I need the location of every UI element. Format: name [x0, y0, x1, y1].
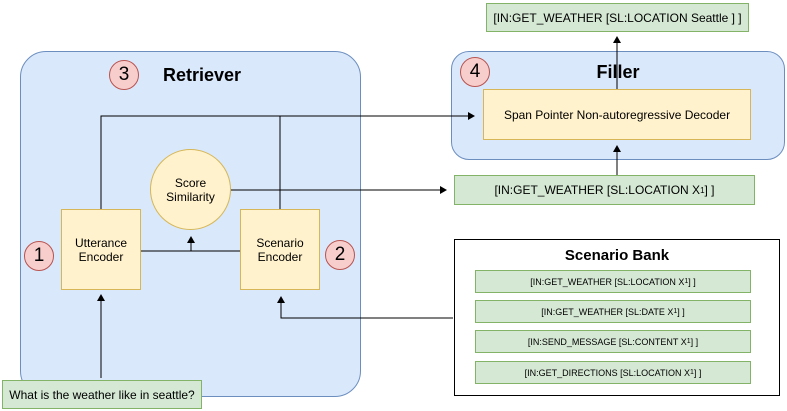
scenario-bank-item-subscript: 1	[689, 369, 694, 376]
retrieved-scenario-subscript: 1	[700, 185, 705, 195]
scenario-bank-item-prefix: [IN:GET_WEATHER [SL:DATE X	[541, 306, 674, 317]
utterance-input-box: What is the weather like in seattle?	[2, 380, 202, 409]
scenario-bank-item-prefix: [IN:GET_DIRECTIONS [SL:LOCATION X	[524, 367, 690, 378]
scenario-bank-item-suffix: ] ]	[693, 367, 702, 378]
retrieved-scenario-suffix: ] ]	[704, 183, 715, 197]
scenario-bank-title: Scenario Bank	[564, 246, 670, 264]
score-similarity-node: Score Similarity	[150, 149, 231, 230]
filler-title: Filler	[596, 61, 640, 82]
utterance-encoder-label-line2: Encoder	[78, 249, 124, 264]
scenario-bank-item-prefix: [IN:GET_WEATHER [SL:LOCATION X	[530, 276, 685, 287]
retrieved-scenario-prefix: [IN:GET_WEATHER [SL:LOCATION X	[494, 183, 701, 197]
scenario-bank-item-prefix: [IN:SEND_MESSAGE [SL:CONTENT X	[527, 336, 687, 347]
span-pointer-decoder-box: Span Pointer Non-autoregressive Decoder	[483, 89, 751, 140]
utterance-encoder-box: Utterance Encoder	[61, 209, 141, 290]
scenario-bank-item-subscript: 1	[673, 308, 678, 315]
scenario-encoder-box: Scenario Encoder	[240, 209, 320, 290]
utterance-encoder-label-line1: Utterance	[74, 235, 128, 250]
filler-number-badge: 4	[460, 57, 490, 87]
scenario-encoder-label-line2: Encoder	[257, 249, 303, 264]
utterance-encoder-number-badge: 1	[24, 241, 54, 271]
scenario-bank-item-subscript: 1	[684, 278, 689, 285]
scenario-bank-item-suffix: ] ]	[688, 276, 696, 287]
output-parse-box: [IN:GET_WEATHER [SL:LOCATION Seattle ] ]	[486, 3, 749, 32]
retriever-title: Retriever	[162, 64, 242, 85]
scenario-encoder-label-line1: Scenario	[256, 235, 304, 250]
scenario-bank-item-suffix: ] ]	[677, 306, 685, 317]
score-similarity-label-line1: Score	[174, 175, 207, 190]
retriever-number-badge: 3	[109, 60, 139, 90]
score-similarity-label-line2: Similarity	[166, 189, 215, 204]
scenario-encoder-number-badge: 2	[325, 240, 355, 270]
scenario-bank-item-subscript: 1	[686, 338, 691, 345]
scenario-bank-item-suffix: ] ]	[690, 336, 699, 347]
